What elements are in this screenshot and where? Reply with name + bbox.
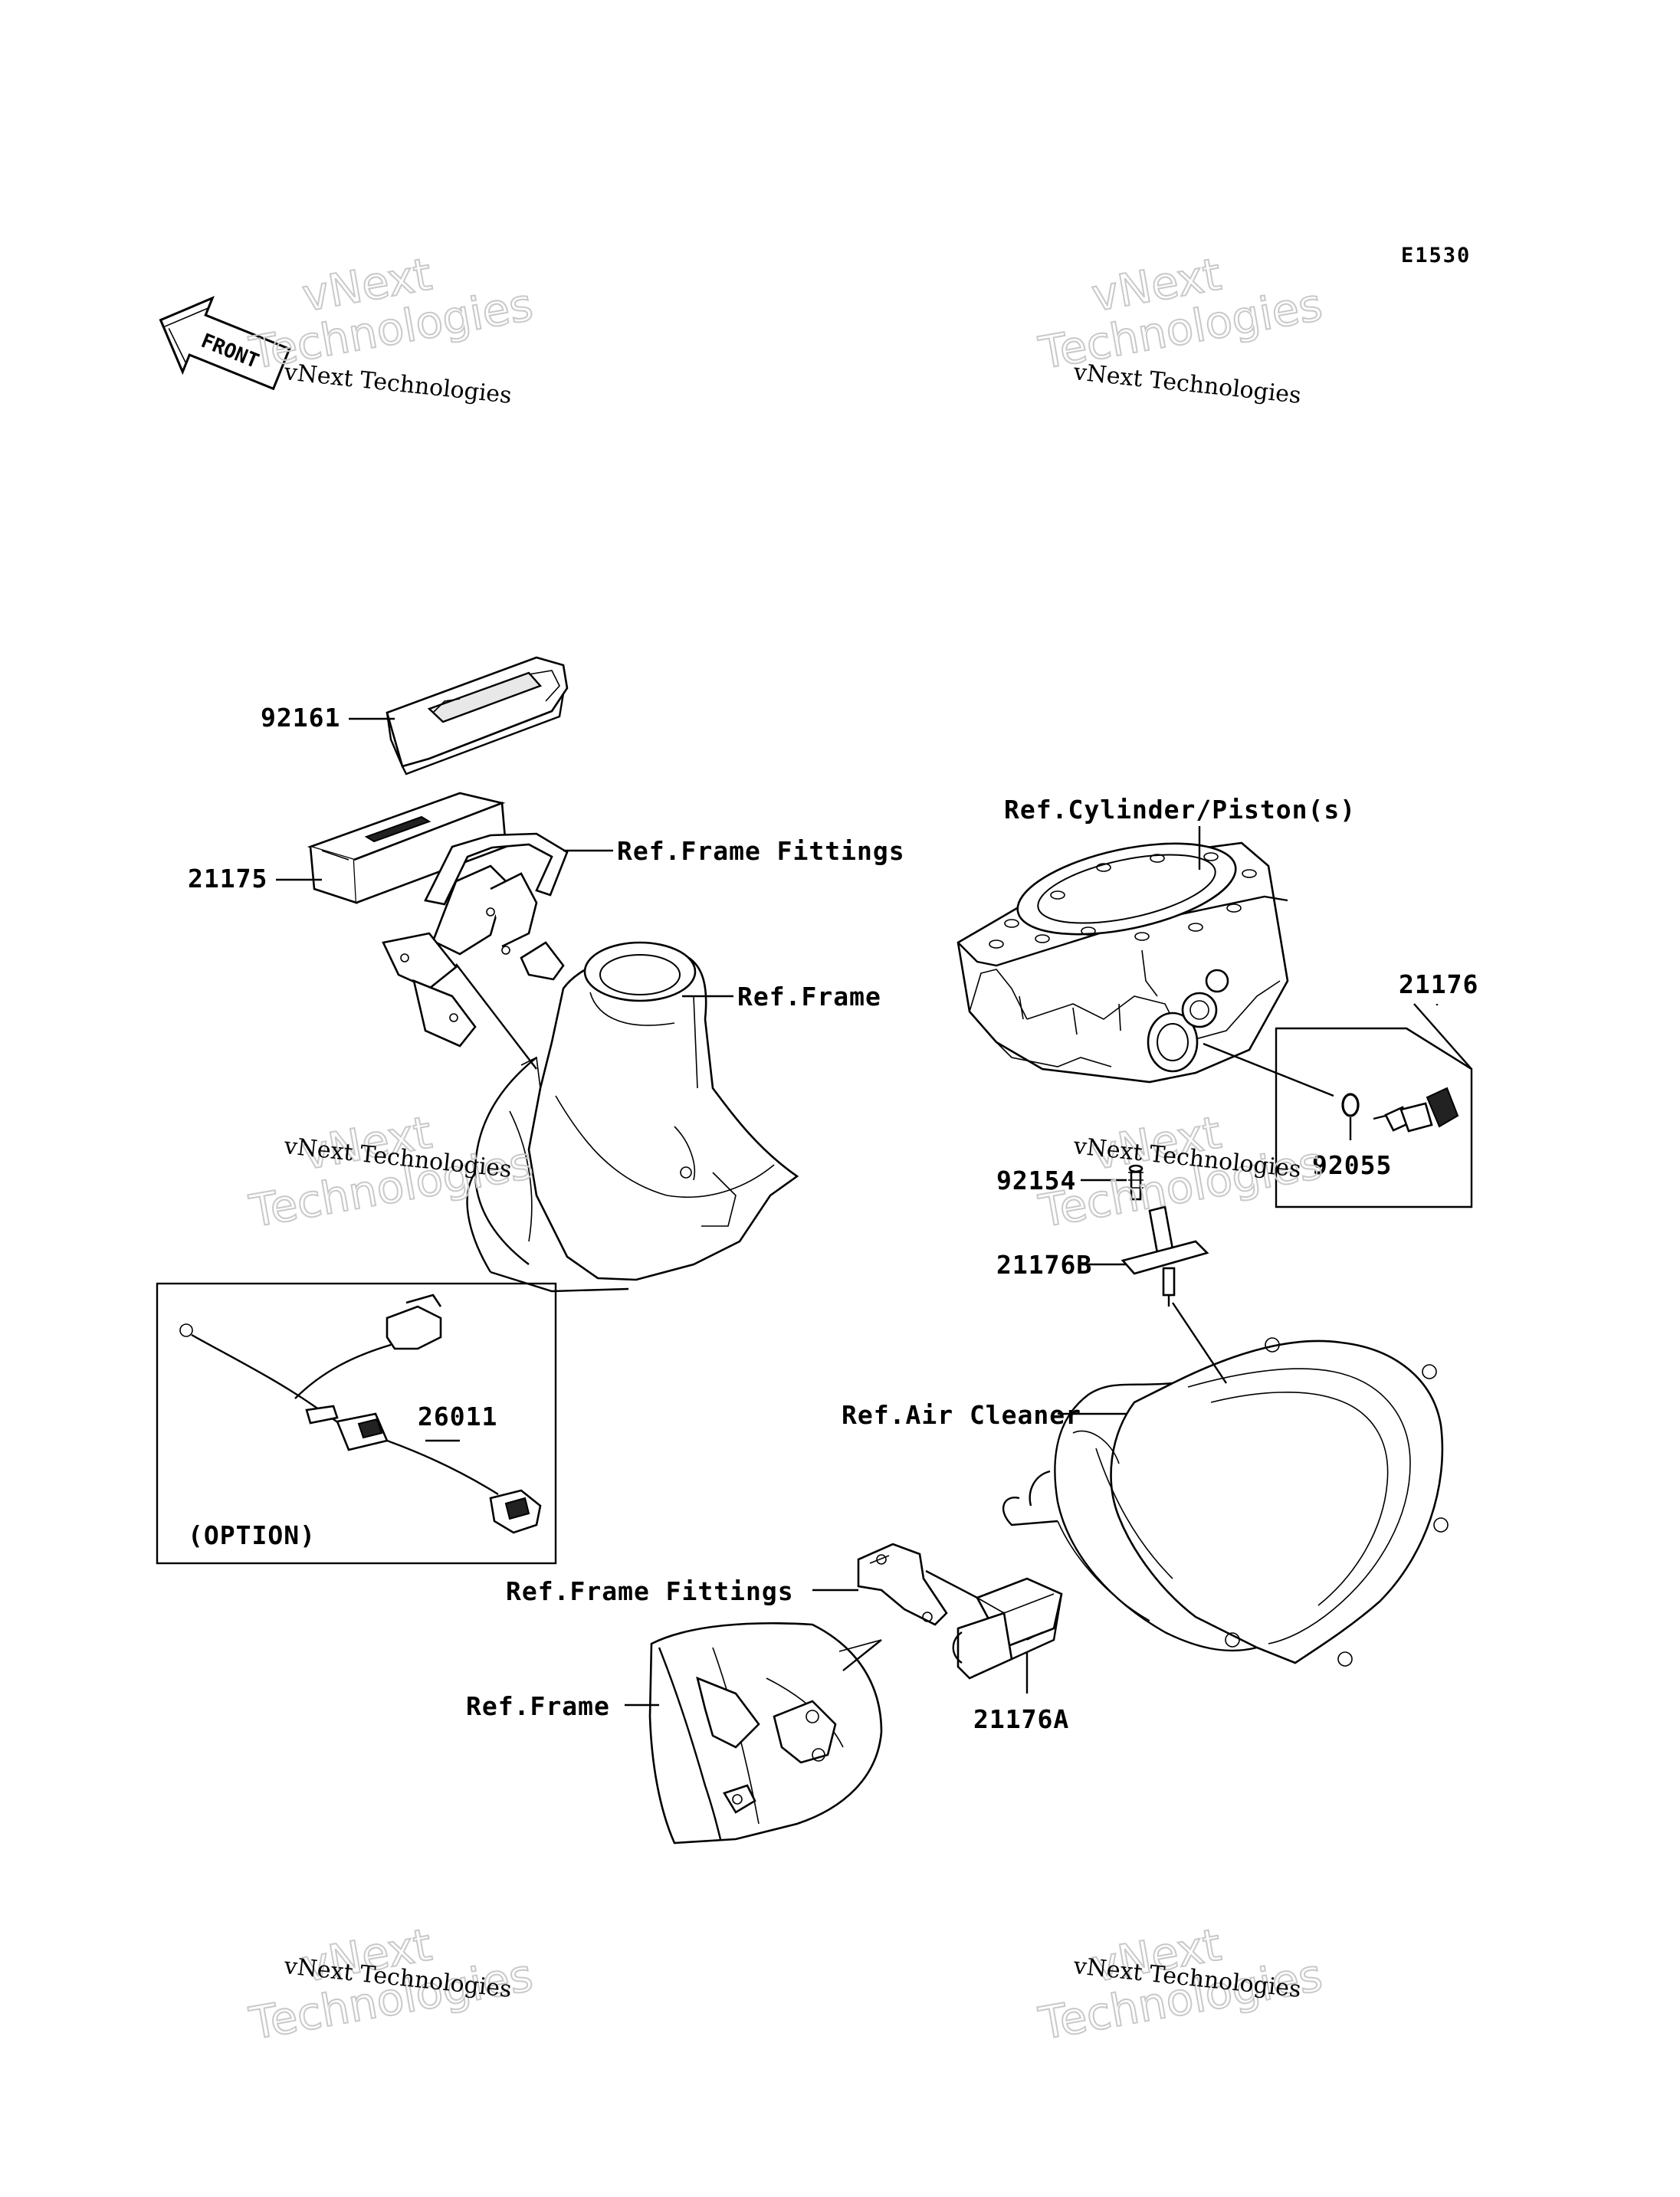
label-ref-frame-top: Ref.Frame: [737, 982, 881, 1012]
screw-92154: [1128, 1164, 1144, 1201]
front-arrow-icon: FRONT: [159, 296, 291, 391]
watermark-text-2: vNext Technologies: [1071, 359, 1302, 409]
frame-top: [466, 941, 799, 1293]
watermark-text-1: vNext Technologies: [282, 359, 513, 409]
sensor-21176: [1373, 1087, 1459, 1133]
label-ref-frame-fittings-top: Ref.Frame Fittings: [617, 836, 905, 866]
watermark-2: vNext Technologies: [1034, 248, 1327, 381]
label-92055: 92055: [1312, 1150, 1392, 1180]
solenoid-21176A: [952, 1577, 1063, 1680]
label-ref-frame-bottom: Ref.Frame: [466, 1691, 610, 1721]
o-ring-92055: [1341, 1093, 1360, 1117]
ecu-bracket: [382, 832, 569, 1048]
sensor-21176B: [1121, 1205, 1209, 1307]
leaders-top-left: [276, 717, 733, 1070]
option-box: [156, 1282, 557, 1565]
leader-21176: [1413, 1003, 1472, 1070]
label-ref-frame-fittings-bottom: Ref.Frame Fittings: [506, 1576, 794, 1606]
harness-26011: [179, 1294, 542, 1534]
leader-cyl-sensor: [1203, 1042, 1334, 1097]
air-cleaner: [1002, 1337, 1449, 1667]
label-92161: 92161: [261, 703, 340, 733]
watermark-1: vNext Technologies: [244, 248, 537, 381]
label-21176B: 21176B: [996, 1250, 1092, 1280]
label-ref-air-cleaner: Ref.Air Cleaner: [842, 1400, 1081, 1430]
group-21176: [1275, 1027, 1473, 1208]
ecu-unit-21175: [307, 792, 507, 904]
label-21176A: 21176A: [973, 1704, 1069, 1734]
label-92154: 92154: [996, 1166, 1076, 1195]
label-ref-cylinder: Ref.Cylinder/Piston(s): [1004, 795, 1356, 825]
label-26011: 26011: [418, 1402, 497, 1431]
label-21175: 21175: [188, 864, 267, 894]
leader-21176B-aircleaner: [1172, 1302, 1227, 1384]
frame-bottom: [648, 1622, 883, 1844]
diagram-code: E1530: [1401, 244, 1471, 267]
ecu-cover-92161: [386, 656, 569, 776]
label-option: (OPTION): [188, 1520, 316, 1550]
bracket-bottom: [857, 1543, 948, 1626]
cylinder: [956, 841, 1289, 1084]
label-21176: 21176: [1399, 969, 1478, 999]
